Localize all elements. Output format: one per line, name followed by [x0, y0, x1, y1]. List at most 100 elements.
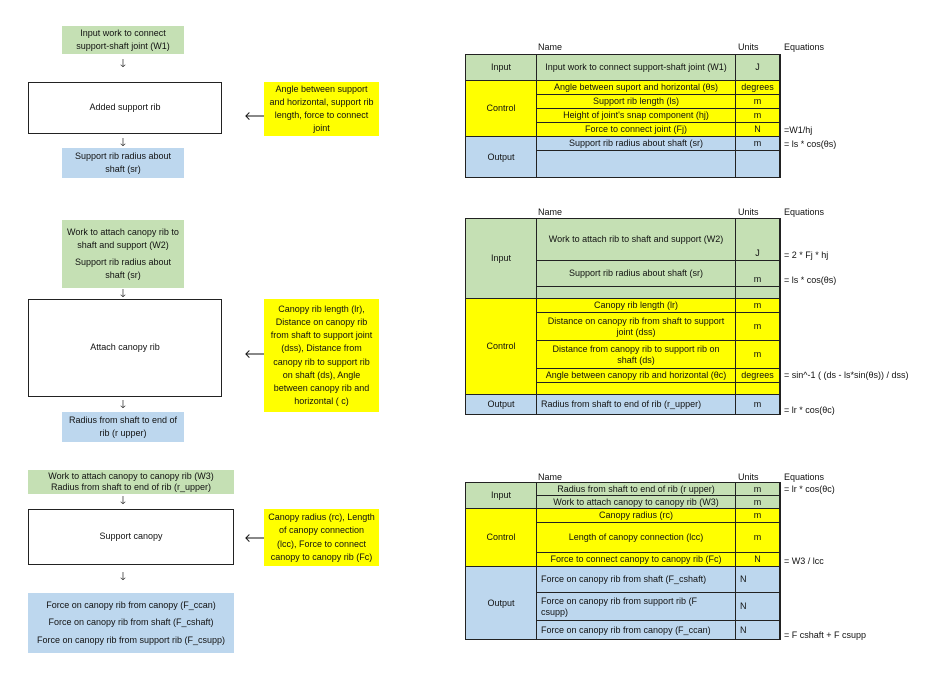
- table-name-cell: Radius from shaft to end of rib (r upper…: [537, 483, 736, 496]
- table-name-cell: Distance from canopy rib to support rib …: [537, 341, 736, 369]
- down-arrow-icon: 🡓: [120, 495, 126, 507]
- table-name-cell: Support rib length (ls): [537, 95, 736, 109]
- section2-control-box: Canopy rib length (lr), Distance on cano…: [264, 299, 379, 412]
- equation: = F cshaft + F csupp: [784, 630, 867, 640]
- equations-header: Equations: [784, 472, 825, 482]
- input-label: Input: [466, 55, 537, 81]
- table-name-cell: Canopy rib length (lr): [537, 299, 736, 313]
- section1-output-text: Support rib radius about shaft (sr): [74, 150, 172, 174]
- equations-header: Equations: [784, 42, 825, 52]
- equation: = ls * cos(θs): [784, 139, 837, 149]
- table-name-cell: Angle between canopy rib and horizontal …: [537, 369, 736, 383]
- table-empty-cell: [736, 287, 780, 299]
- table-empty-cell: [736, 383, 780, 395]
- section1-control-box: Angle between support and horizontal, su…: [264, 82, 379, 136]
- section3-control-text: Canopy radius (rc), Length of canopy con…: [268, 512, 375, 562]
- units-header: Units: [738, 472, 759, 482]
- section2-control-text: Canopy rib length (lr), Distance on cano…: [270, 304, 373, 406]
- section1-process-text: Added support rib: [89, 102, 161, 113]
- table-unit-cell: J: [736, 55, 780, 81]
- table-unit-cell: m: [736, 523, 780, 553]
- section3-output-text: Force on canopy rib from canopy (F_ccan): [46, 600, 216, 611]
- table-name-cell: Length of canopy connection (lcc): [537, 523, 736, 553]
- equation: =W1/hj: [784, 125, 813, 135]
- table-empty-cell: [537, 151, 736, 177]
- control-label: Control: [466, 299, 537, 395]
- section2-output-text: Radius from shaft to end of rib (r upper…: [68, 414, 178, 438]
- section1-table: Input Input work to connect support-shaf…: [465, 54, 781, 178]
- units-header: Units: [738, 42, 759, 52]
- table-empty-cell: [537, 383, 736, 395]
- down-arrow-icon: 🡓: [120, 288, 126, 300]
- table-unit-cell: m: [736, 137, 780, 151]
- section2-process-box: Attach canopy rib: [28, 299, 222, 397]
- table-unit-cell: m: [736, 261, 780, 287]
- table-empty-cell: [736, 151, 780, 177]
- table-name-cell: Support rib radius about shaft (sr): [537, 137, 736, 151]
- table-unit-cell: m: [736, 509, 780, 523]
- units-header: Units: [738, 207, 759, 217]
- section1-control-text: Angle between support and horizontal, su…: [269, 83, 374, 134]
- table-empty-cell: [537, 287, 736, 299]
- table-unit-cell: N: [736, 553, 780, 567]
- table-unit-cell: N: [736, 621, 780, 639]
- equation: = 2 * Fj * hj: [784, 250, 829, 260]
- section1-process-box: Added support rib: [28, 82, 222, 134]
- output-label: Output: [466, 137, 537, 177]
- table-name-cell: Radius from shaft to end of rib (r_upper…: [537, 395, 736, 414]
- table-name-cell: Height of joint's snap component (hj): [537, 109, 736, 123]
- table-unit-cell: degrees: [736, 369, 780, 383]
- table-name-cell: Angle between suport and horizontal (θs): [537, 81, 736, 95]
- down-arrow-icon: 🡓: [120, 58, 126, 70]
- control-label: Control: [466, 81, 537, 137]
- section1-output-box: Support rib radius about shaft (sr): [62, 148, 184, 178]
- down-arrow-icon: 🡓: [120, 571, 126, 583]
- section3-process-text: Support canopy: [99, 531, 163, 542]
- table-unit-cell: N: [736, 567, 780, 593]
- table-unit-cell: N: [736, 123, 780, 137]
- table-unit-cell: m: [736, 483, 780, 496]
- input-label: Input: [466, 483, 537, 509]
- table-name-cell: Force to connect joint (Fj): [537, 123, 736, 137]
- equation: = sin^-1 ( (ds - ls*sin(θs)) / dss): [784, 370, 909, 380]
- section1-input-box: Input work to connect support-shaft join…: [62, 26, 184, 54]
- section3-input-text: Radius from shaft to end of rib (r_upper…: [50, 482, 212, 492]
- table-unit-cell: J: [736, 219, 780, 261]
- section3-control-box: Canopy radius (rc), Length of canopy con…: [264, 509, 379, 566]
- table-name-cell: Work to attach rib to shaft and support …: [537, 219, 736, 261]
- section3-output-text: Force on canopy rib from shaft (F_cshaft…: [48, 617, 214, 628]
- section3-input-text: Work to attach canopy to canopy rib (W3): [48, 470, 214, 481]
- output-label: Output: [466, 567, 537, 639]
- control-label: Control: [466, 509, 537, 567]
- section3-input-box: Work to attach canopy to canopy rib (W3)…: [28, 470, 234, 494]
- section3-output-box: Force on canopy rib from canopy (F_ccan)…: [28, 593, 234, 653]
- equations-header: Equations: [784, 207, 825, 217]
- table-unit-cell: m: [736, 395, 780, 414]
- table-unit-cell: m: [736, 95, 780, 109]
- output-label: Output: [466, 395, 537, 414]
- table-unit-cell: degrees: [736, 81, 780, 95]
- table-name-cell: Force on canopy rib from shaft (F_cshaft…: [537, 567, 736, 593]
- table-name-cell: Support rib radius about shaft (sr): [537, 261, 736, 287]
- equation: = ls * cos(θs): [784, 275, 837, 285]
- table-name-cell: Input work to connect support-shaft join…: [537, 55, 736, 81]
- section1-input-text: Input work to connect support-shaft join…: [76, 27, 170, 51]
- table-name-cell: Force to connect canopy to canopy rib (F…: [537, 553, 736, 567]
- section2-input-box: Work to attach canopy rib to shaft and s…: [62, 220, 184, 288]
- table-name-cell: Work to attach canopy to canopy rib (W3): [537, 496, 736, 509]
- table-name-cell: Force on canopy rib from canopy (F_ccan): [537, 621, 736, 639]
- table-name-cell: Canopy radius (rc): [537, 509, 736, 523]
- equation: = W3 / lcc: [784, 556, 824, 566]
- down-arrow-icon: 🡓: [120, 137, 126, 149]
- input-label: Input: [466, 219, 537, 299]
- table-unit-cell: m: [736, 313, 780, 341]
- table-name-cell: Distance on canopy rib from shaft to sup…: [537, 313, 736, 341]
- section3-output-text: Force on canopy rib from support rib (F_…: [36, 634, 226, 645]
- section2-input-text: Support rib radius about shaft (sr): [74, 256, 172, 281]
- section2-input-text: Work to attach canopy rib to shaft and s…: [67, 226, 179, 250]
- name-header: Name: [538, 207, 563, 217]
- table-unit-cell: m: [736, 496, 780, 509]
- section2-table: Input Work to attach rib to shaft and su…: [465, 218, 781, 415]
- section3-table: Input Radius from shaft to end of rib (r…: [465, 482, 781, 640]
- equation: = lr * cos(θc): [784, 484, 835, 494]
